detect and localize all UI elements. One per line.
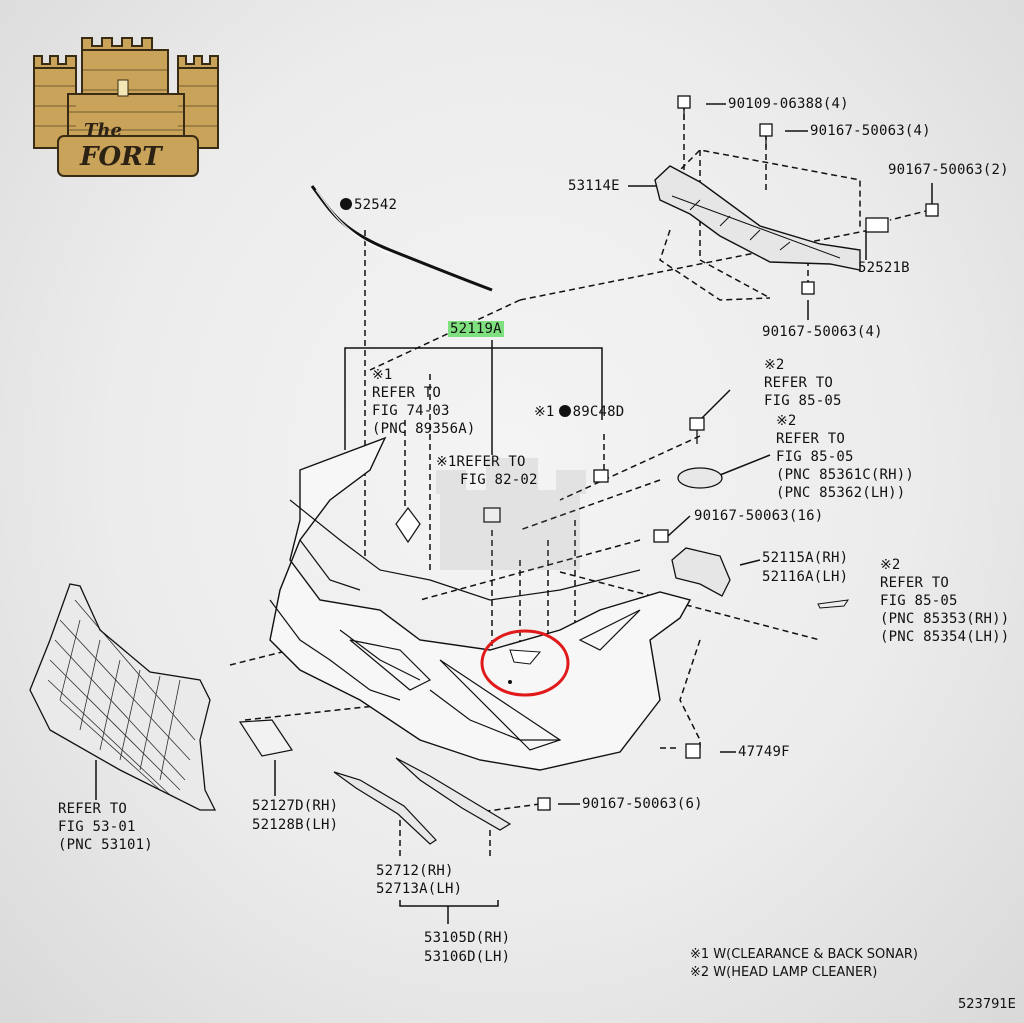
callout-90167-50063-e: 90167-50063(6) <box>582 796 703 812</box>
ref-fig-85-05-b: ※2 REFER TO FIG 85-05 (PNC 85361C(RH)) (… <box>776 412 914 502</box>
ref-line: REFER TO <box>58 801 128 817</box>
callout-52542: 52542 <box>340 196 397 214</box>
figure-id: 523791E <box>958 997 1016 1012</box>
the-fort-logo: The FORT <box>28 36 224 186</box>
ref-fig-85-05-a: ※2 REFER TO FIG 85-05 <box>764 356 842 410</box>
callout-47749f: 47749F <box>738 744 790 760</box>
footnote-2: ※2 W(HEAD LAMP CLEANER) <box>690 965 878 980</box>
ref-fig-85-05-c: ※2 REFER TO FIG 85-05 (PNC 85353(RH)) (P… <box>880 556 1009 646</box>
new-part-dot-icon <box>558 405 571 417</box>
ref-line: FIG 82-02 <box>460 472 538 488</box>
callout-53106d: 53106D(LH) <box>424 949 511 965</box>
ref-line: (PNC 53101) <box>58 837 153 853</box>
callout-52712: 52712(RH) <box>376 863 454 879</box>
callout-52115a: 52115A(RH) <box>762 550 849 566</box>
footnote-1: ※1 W(CLEARANCE & BACK SONAR) <box>690 947 918 962</box>
castle-icon <box>33 37 219 177</box>
ref-fig-74-03: ※1 REFER TO FIG 74-03 (PNC 89356A) <box>372 366 476 438</box>
callout-52713a: 52713A(LH) <box>376 881 463 897</box>
callout-89c48d-text: 89C48D <box>572 404 625 420</box>
ref-line: ※2 <box>776 413 797 429</box>
new-part-dot-icon <box>340 198 352 210</box>
ref-line: ※1 <box>372 367 393 383</box>
ref-fig-53-01: REFER TO FIG 53-01 (PNC 53101) <box>58 800 153 854</box>
callout-90167-50063-a: 90167-50063(4) <box>810 123 931 139</box>
callout-52119a-text: 52119A <box>448 321 504 337</box>
footnote-mark: ※1 <box>534 404 555 420</box>
ref-line: (PNC 85362(LH)) <box>776 485 906 501</box>
callout-90167-50063-c: 90167-50063(4) <box>762 324 883 340</box>
ref-line: FIG 53-01 <box>58 819 136 835</box>
callout-52128b: 52128B(LH) <box>252 817 339 833</box>
ref-line: (PNC 85354(LH)) <box>880 629 1010 645</box>
ref-line: ※2 <box>764 357 785 373</box>
ref-line: ※1REFER TO <box>436 454 526 470</box>
callout-53105d: 53105D(RH) <box>424 930 511 946</box>
ref-line: (PNC 89356A) <box>372 421 476 437</box>
ref-line: REFER TO <box>764 375 834 391</box>
logo-text-fort: FORT <box>80 142 162 172</box>
callout-90167-50063-d: 90167-50063(16) <box>694 508 824 524</box>
callout-53114e: 53114E <box>568 178 620 194</box>
ref-line: FIG 74-03 <box>372 403 450 419</box>
ref-line: FIG 85-05 <box>764 393 842 409</box>
ref-line: REFER TO <box>880 575 950 591</box>
ref-line: REFER TO <box>372 385 442 401</box>
callout-90109-06388: 90109-06388(4) <box>728 96 849 112</box>
logo-text-the: The <box>84 120 122 141</box>
ref-fig-82-02: ※1REFER TO FIG 82-02 <box>436 453 538 489</box>
ref-line: (PNC 85353(RH)) <box>880 611 1010 627</box>
callout-90167-50063-b: 90167-50063(2) <box>888 162 1009 178</box>
ref-line: FIG 85-05 <box>880 593 958 609</box>
callout-89c48d: ※1 89C48D <box>534 403 624 421</box>
callout-52542-text: 52542 <box>354 197 398 213</box>
ref-line: (PNC 85361C(RH)) <box>776 467 915 483</box>
callout-52116a: 52116A(LH) <box>762 569 849 585</box>
callout-52127d: 52127D(RH) <box>252 798 339 814</box>
ref-line: ※2 <box>880 557 901 573</box>
callout-52119a: 52119A <box>448 320 504 338</box>
ref-line: FIG 85-05 <box>776 449 854 465</box>
callout-52521b: 52521B <box>858 260 910 276</box>
ref-line: REFER TO <box>776 431 846 447</box>
